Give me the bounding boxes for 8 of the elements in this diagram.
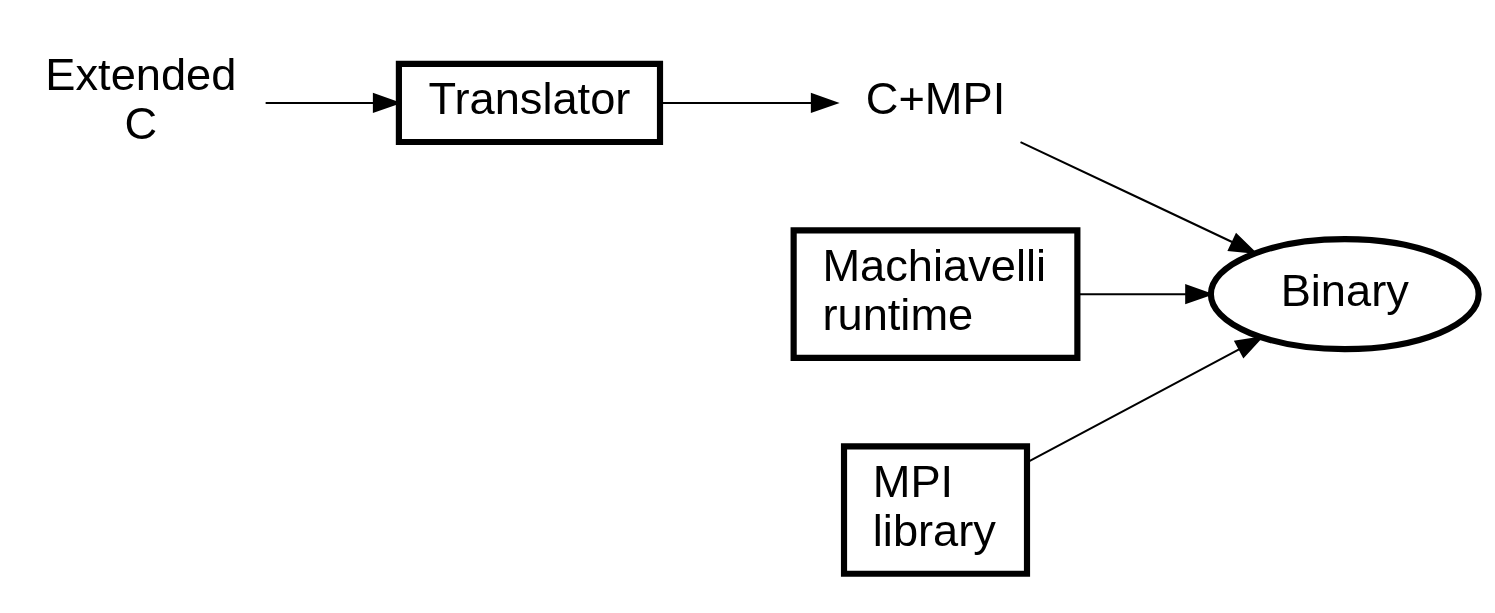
node-box: MPI library <box>840 443 1031 577</box>
node-text: C+MPI <box>865 73 1006 125</box>
node-box: Translator <box>395 60 664 146</box>
arrow <box>660 92 840 114</box>
node-box: Machiavelli runtime <box>790 227 1081 361</box>
arrow <box>1020 141 1258 255</box>
node-text: Extended C <box>45 48 237 150</box>
node-ellipse: Binary <box>1207 236 1482 353</box>
